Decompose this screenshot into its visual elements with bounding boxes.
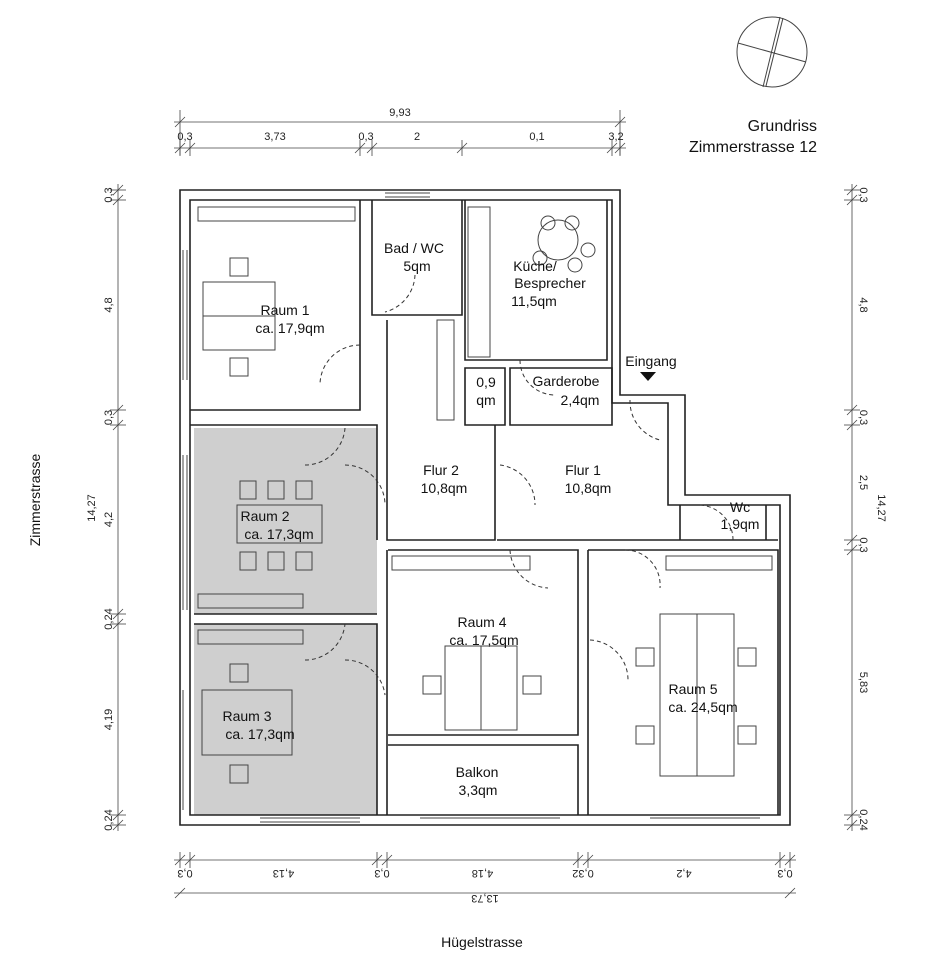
room-name: Flur 1 — [565, 462, 601, 478]
room-name: Balkon — [456, 764, 499, 780]
room-name: Raum 5 — [668, 681, 717, 697]
room-area: 1,9qm — [721, 516, 760, 532]
dimension-label: 4,2 — [676, 867, 691, 879]
dimension-label: 4,18 — [472, 867, 493, 879]
dimension-label: 0,32 — [572, 867, 593, 879]
dimension-label: 4,8 — [103, 297, 115, 312]
room-name: Raum 2 — [240, 508, 289, 524]
room-area: ca. 24,5qm — [668, 699, 737, 715]
dimension-label: 0,3 — [177, 131, 192, 143]
dimension-label: 4,19 — [103, 709, 115, 730]
dimension-label: 5,83 — [857, 672, 869, 693]
dimension-label: 0,3 — [103, 187, 115, 202]
dimension-total: 14,27 — [86, 494, 98, 522]
room-name: Flur 2 — [423, 462, 459, 478]
entrance-arrow-icon — [640, 372, 656, 381]
dimension-label: 0,24 — [857, 809, 869, 830]
room-area: 10,8qm — [565, 480, 612, 496]
dimension-label: 0,3 — [358, 131, 373, 143]
room-area: ca. 17,3qm — [244, 526, 313, 542]
plan-subtitle: Zimmerstrasse 12 — [689, 139, 817, 156]
room-area: ca. 17,3qm — [225, 726, 294, 742]
room-name: Raum 1 — [260, 302, 309, 318]
street-left: Zimmerstrasse — [27, 454, 43, 547]
room-name: Küche/ — [513, 258, 557, 274]
dimension-label: 3,2 — [608, 131, 623, 143]
dimension-label: 0,3 — [857, 187, 869, 202]
room-name: Wc — [730, 499, 750, 515]
dimension-label: 3,73 — [264, 131, 285, 143]
room-labels: Raum 1 ca. 17,9qm Bad / WC 5qm Küche/ Be… — [222, 240, 759, 798]
room-area: 2,4qm — [561, 392, 600, 408]
dimension-label: 0,3 — [857, 537, 869, 552]
dimension-label: 4,13 — [273, 867, 294, 879]
room-name: Garderobe — [533, 373, 600, 389]
room-name: Raum 4 — [457, 614, 506, 630]
room-name: 0,9 — [476, 374, 496, 390]
room-area: qm — [476, 392, 495, 408]
furniture — [197, 206, 773, 784]
dimension-label: 0,3 — [103, 410, 115, 425]
room-area: 5qm — [403, 258, 430, 274]
plan-title: Grundriss — [748, 118, 817, 135]
dimension-total: 9,93 — [389, 107, 410, 119]
interior-walls — [190, 200, 779, 815]
entrance-label: Eingang — [625, 353, 676, 369]
windows — [182, 192, 760, 823]
dimension-total: 14,27 — [875, 494, 887, 522]
room-2-fill — [194, 428, 377, 614]
dimension-label: 0,3 — [857, 410, 869, 425]
dimension-total: 13,73 — [471, 892, 499, 904]
room-area: ca. 17,9qm — [255, 320, 324, 336]
room-area: ca. 17,5qm — [449, 632, 518, 648]
room-area: 3,3qm — [459, 782, 498, 798]
street-bottom: Hügelstrasse — [441, 934, 523, 950]
dimension-label: 4,2 — [103, 512, 115, 527]
room-name-2: Besprecher — [514, 275, 586, 291]
dimension-label: 0,1 — [529, 131, 544, 143]
dimension-label: 2 — [414, 131, 420, 143]
room-name: Bad / WC — [384, 240, 444, 256]
room-area: 11,5qm — [511, 293, 557, 309]
dimension-label: 0,3 — [777, 867, 792, 879]
door-swings — [304, 274, 734, 696]
dimension-label: 0,24 — [103, 809, 115, 830]
room-area: 10,8qm — [421, 480, 468, 496]
dimension-label: 0,3 — [374, 867, 389, 879]
room-3-fill — [194, 624, 377, 815]
dimension-label: 0,3 — [177, 867, 192, 879]
dimension-label: 2,5 — [857, 475, 869, 490]
dimension-label: 0,24 — [103, 608, 115, 629]
compass-icon — [736, 16, 808, 88]
room-name: Raum 3 — [222, 708, 271, 724]
dimension-label: 4,8 — [857, 297, 869, 312]
